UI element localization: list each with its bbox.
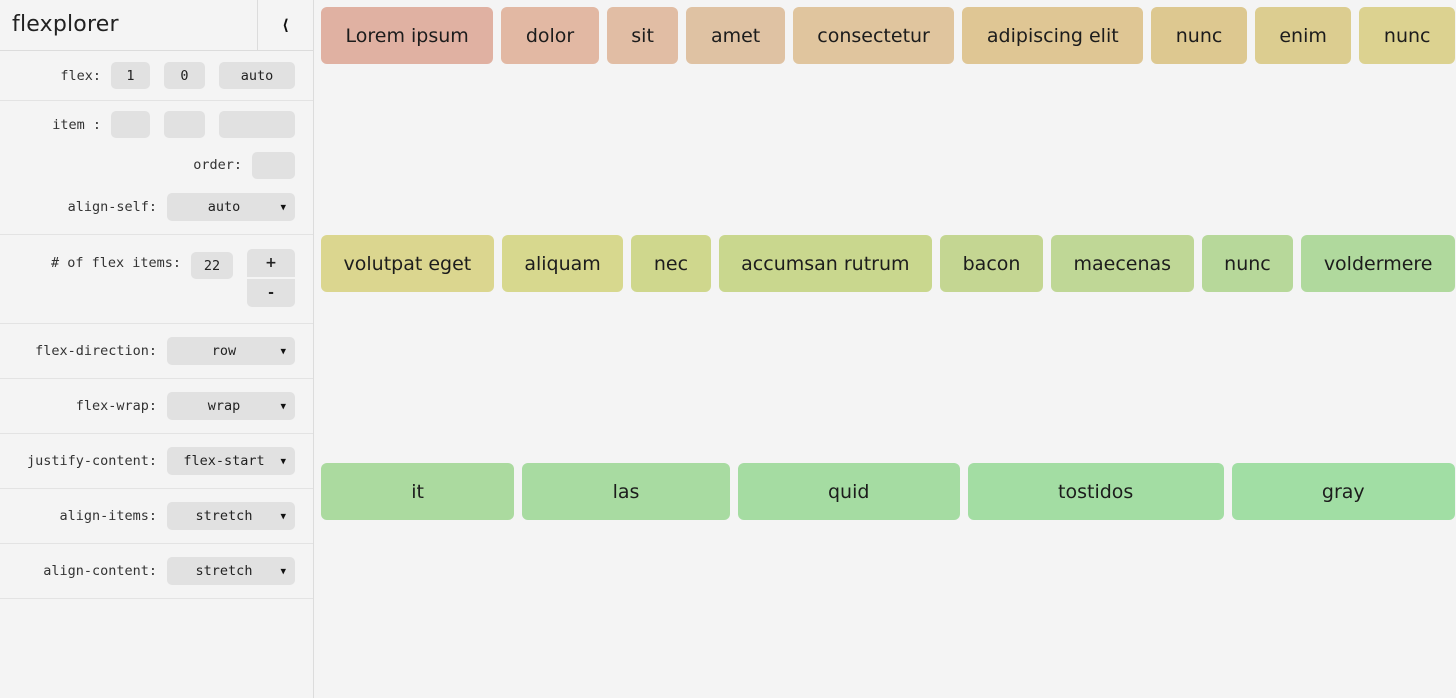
flex-item[interactable]: voldermere [1301, 235, 1456, 292]
flex-basis-input[interactable] [219, 62, 295, 89]
flex-item[interactable]: volutpat eget [321, 235, 494, 292]
flex-shorthand-row: flex: [0, 51, 313, 101]
flex-item[interactable]: aliquam [501, 235, 624, 292]
flex-item[interactable]: accumsan rutrum [718, 235, 933, 292]
align-self-select[interactable]: autoflex-startflex-endcenterbaselinestre… [167, 193, 295, 221]
chevron-left-icon: ⟨ [282, 15, 289, 34]
flex-item-count-row: # of flex items: + - [0, 235, 313, 324]
flex-shrink-input[interactable] [164, 62, 205, 89]
flex-item[interactable]: sit [606, 7, 679, 64]
flex-wrap-select-wrap: nowrapwrapwrap-reverse ▾ [167, 392, 295, 420]
align-self-label: align-self: [67, 199, 157, 215]
flex-direction-label: flex-direction: [35, 343, 157, 359]
item-grow-input[interactable] [111, 111, 150, 138]
increment-button[interactable]: + [247, 249, 295, 277]
item-properties-group: item : order: align-self: autoflex-start… [0, 101, 313, 235]
align-items-select-wrap: flex-startflex-endcenterbaselinestretch … [167, 502, 295, 530]
flex-item[interactable]: maecenas [1050, 235, 1194, 292]
flex-item-count-label: # of flex items: [50, 255, 181, 271]
flex-direction-row: flex-direction: rowrow-reversecolumncolu… [0, 324, 313, 379]
flex-item[interactable]: adipiscing elit [962, 7, 1144, 64]
flex-item[interactable]: consectetur [792, 7, 955, 64]
order-input[interactable] [252, 151, 295, 179]
order-label: order: [193, 157, 242, 173]
sidebar-header: flexplorer ⟨ [0, 0, 313, 51]
flex-item[interactable]: nunc [1151, 7, 1247, 64]
align-items-row: align-items: flex-startflex-endcenterbas… [0, 489, 313, 544]
item-row: item : [0, 101, 313, 150]
justify-content-select[interactable]: flex-startflex-endcenterspace-betweenspa… [167, 447, 295, 475]
flex-item[interactable]: tostidos [967, 463, 1224, 520]
sidebar: flexplorer ⟨ flex: item : [0, 0, 314, 698]
flex-item-count-stepper: + - [247, 249, 295, 307]
align-items-label: align-items: [59, 508, 157, 524]
flex-item[interactable]: nunc [1201, 235, 1294, 292]
justify-content-label: justify-content: [26, 453, 157, 469]
decrement-button[interactable]: - [247, 279, 295, 307]
flex-item-count-input[interactable] [191, 252, 233, 279]
flex-item[interactable]: nunc [1359, 7, 1455, 64]
flex-wrap-select[interactable]: nowrapwrapwrap-reverse [167, 392, 295, 420]
flex-grow-input[interactable] [111, 62, 150, 89]
justify-content-row: justify-content: flex-startflex-endcente… [0, 434, 313, 489]
align-content-select-wrap: flex-startflex-endcenterspace-betweenspa… [167, 557, 295, 585]
align-self-select-wrap: autoflex-startflex-endcenterbaselinestre… [167, 193, 295, 221]
flex-item[interactable]: dolor [501, 7, 599, 64]
align-content-label: align-content: [43, 563, 157, 579]
flex-wrap-label: flex-wrap: [75, 398, 157, 414]
flex-direction-select[interactable]: rowrow-reversecolumncolumn-reverse [167, 337, 295, 365]
sidebar-collapse-button[interactable]: ⟨ [257, 0, 313, 51]
flex-item[interactable]: Lorem ipsum [321, 7, 494, 64]
flex-direction-select-wrap: rowrow-reversecolumncolumn-reverse ▾ [167, 337, 295, 365]
flex-item[interactable]: enim [1254, 7, 1352, 64]
flex-item[interactable]: it [321, 463, 515, 520]
align-self-row: align-self: autoflex-startflex-endcenter… [0, 192, 313, 234]
flex-item[interactable]: las [522, 463, 730, 520]
order-row: order: [0, 150, 313, 192]
flex-item[interactable]: amet [686, 7, 785, 64]
flex-item[interactable]: quid [737, 463, 960, 520]
item-label: item : [52, 116, 101, 133]
app-title: flexplorer [12, 12, 119, 37]
align-content-select[interactable]: flex-startflex-endcenterspace-betweenspa… [167, 557, 295, 585]
flex-label: flex: [60, 67, 101, 84]
justify-content-select-wrap: flex-startflex-endcenterspace-betweenspa… [167, 447, 295, 475]
item-shrink-input[interactable] [164, 111, 205, 138]
align-content-row: align-content: flex-startflex-endcenters… [0, 544, 313, 599]
align-items-select[interactable]: flex-startflex-endcenterbaselinestretch [167, 502, 295, 530]
item-basis-input[interactable] [219, 111, 295, 138]
flex-item[interactable]: nec [631, 235, 711, 292]
flex-item[interactable]: bacon [940, 235, 1043, 292]
flex-wrap-row: flex-wrap: nowrapwrapwrap-reverse ▾ [0, 379, 313, 434]
flex-item[interactable]: gray [1231, 463, 1455, 520]
